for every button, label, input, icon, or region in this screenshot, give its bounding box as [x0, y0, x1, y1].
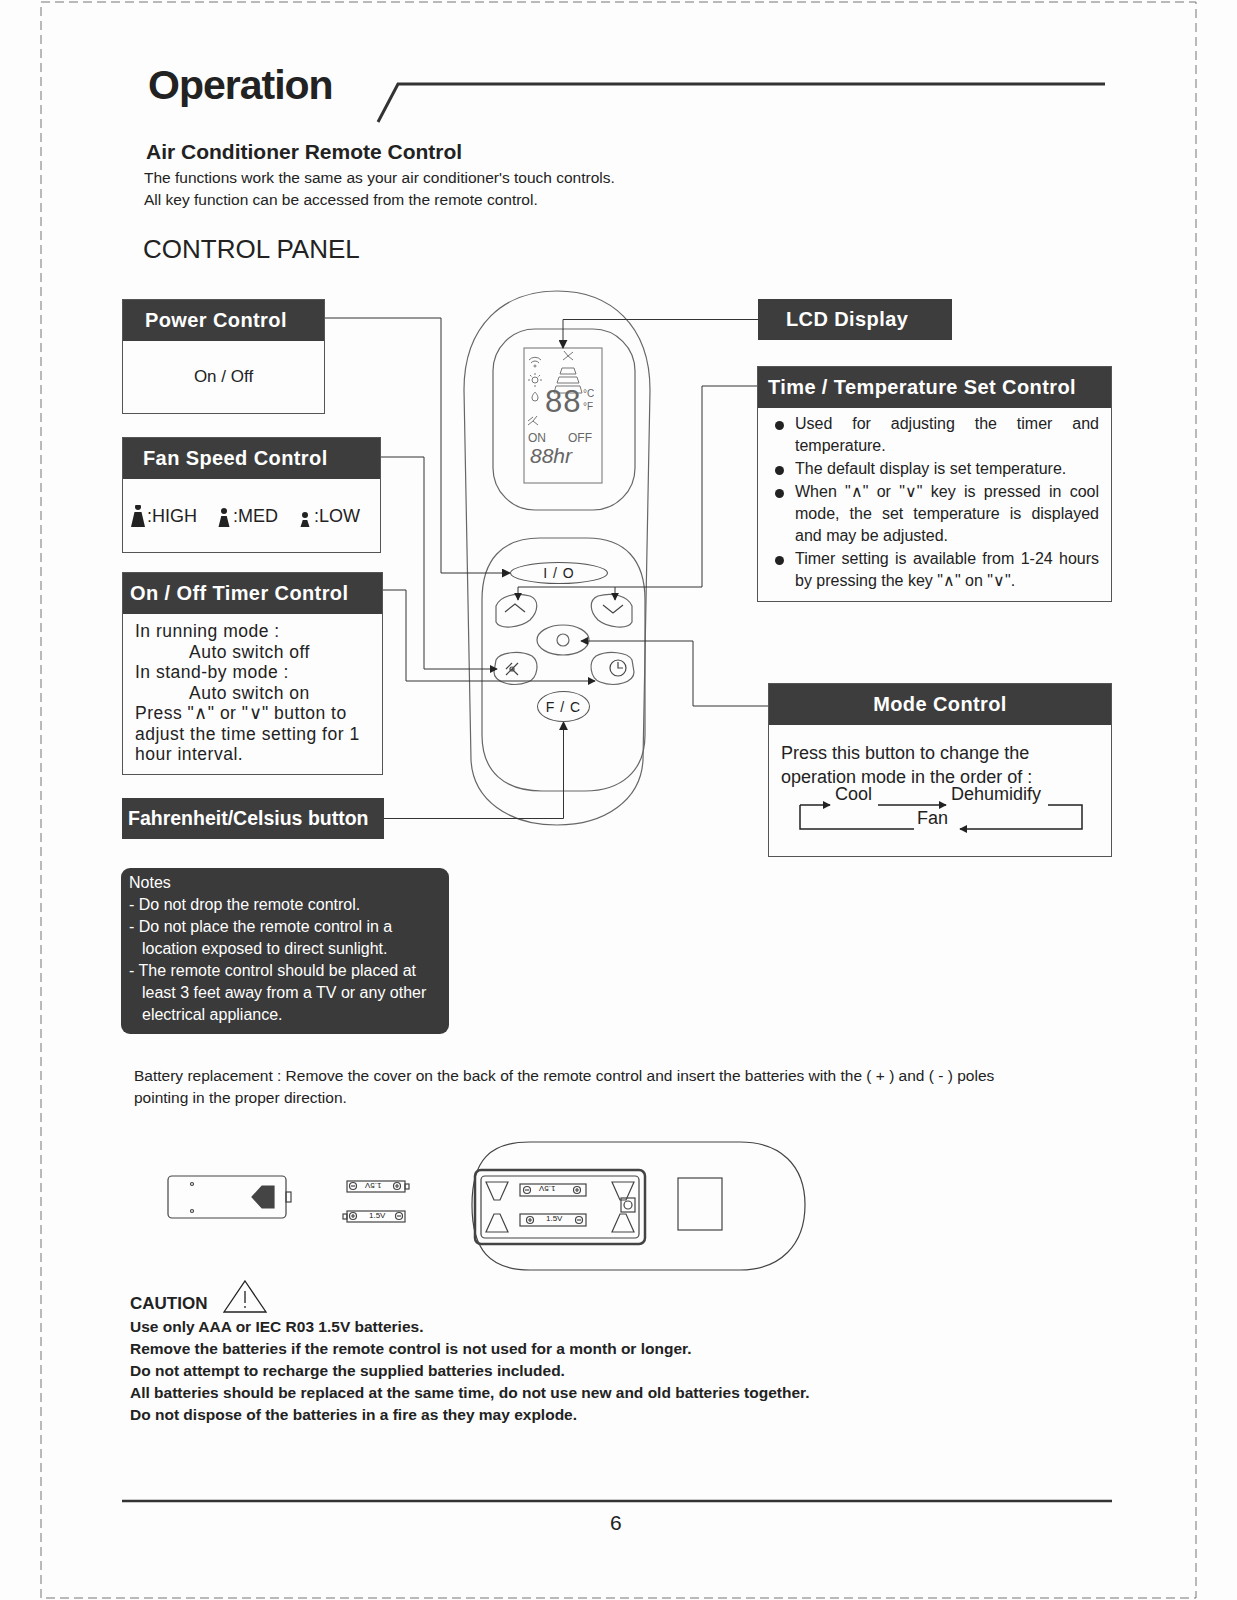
callout-heading: Time / Temperature Set Control — [758, 367, 1111, 408]
remote-button: I / O — [510, 562, 608, 584]
notes-item: - Do not drop the remote control. — [129, 894, 439, 916]
page-title: Operation — [148, 62, 333, 109]
mode-name: Fan — [917, 808, 948, 828]
fan-level-icon — [131, 505, 145, 527]
lcd-text: °C — [583, 388, 594, 399]
callout-heading: Power Control — [123, 300, 324, 341]
page-text: Do not dispose of the batteries in a fir… — [130, 1406, 577, 1424]
fan-level-text: :HIGH — [147, 506, 197, 527]
callout-box: Time / Temperature Set ControlUsed for a… — [757, 366, 1112, 602]
notes-item: - Do not place the remote control in a l… — [129, 916, 439, 960]
mode-cycle-arrows — [800, 805, 1082, 829]
callout-text: In running mode : — [135, 621, 372, 642]
callout-body: Used for adjusting the timer and tempera… — [758, 408, 1111, 601]
callout-body: Press this button to change the operatio… — [769, 725, 1111, 856]
bullet-text: Timer setting is available from 1-24 hou… — [795, 548, 1099, 592]
callout-heading-box: Fahrenheit/Celsius button — [122, 798, 384, 839]
button-text: F / C — [546, 699, 581, 715]
mode-name: Dehumidify — [951, 784, 1041, 804]
page-text: All key function can be accessed from th… — [144, 191, 538, 209]
page-text: 1.5V — [546, 1214, 562, 1223]
callout-heading: Fan Speed Control — [123, 438, 380, 479]
callout-box: On / Off Timer ControlIn running mode :A… — [122, 572, 383, 775]
callout-body: :HIGH :MED :LOW — [123, 479, 380, 552]
page-text: 1.5V — [365, 1181, 381, 1190]
leader-lines — [381, 386, 768, 706]
button-text: I / O — [543, 565, 574, 581]
callout-text: Press this button to change the operatio… — [781, 741, 1089, 789]
notes-item: - The remote control should be placed at… — [129, 960, 439, 1026]
page-text: Air Conditioner Remote Control — [146, 140, 462, 164]
callout-body: In running mode :Auto switch offIn stand… — [123, 614, 382, 774]
callout-text: Auto switch on — [135, 683, 372, 704]
callout-heading: Mode Control — [769, 684, 1111, 725]
lcd-screen: 88°C °F ON OFF88hr — [524, 348, 602, 483]
fan-level-icon — [217, 505, 231, 527]
page-text: Remove the batteries if the remote contr… — [130, 1340, 692, 1358]
lcd-text: 88hr — [530, 444, 572, 468]
caution-symbol — [224, 1281, 266, 1312]
page-text: All batteries should be replaced at the … — [130, 1384, 810, 1402]
page-text: Do not attempt to recharge the supplied … — [130, 1362, 565, 1380]
fan-level: :LOW — [298, 505, 360, 527]
page-text: The functions work the same as your air … — [144, 169, 615, 187]
callout-heading: Fahrenheit/Celsius button — [122, 798, 384, 839]
callout-heading-box: LCD Display — [758, 299, 952, 340]
page-text: 1.5V — [369, 1211, 385, 1220]
leader-connector — [384, 722, 564, 819]
bullet-text: When "∧" or "∨" key is pressed in cool m… — [795, 481, 1099, 547]
lcd-text: 88 — [545, 384, 581, 420]
page-text: Use only AAA or IEC R03 1.5V batteries. — [130, 1318, 423, 1336]
title-rule — [378, 84, 1105, 122]
fan-level: :HIGH — [131, 505, 197, 527]
page-text: 1.5V — [539, 1184, 555, 1193]
fan-level-icon — [298, 505, 312, 527]
callout-text: In stand-by mode : — [135, 662, 372, 683]
lcd-text: OFF — [568, 431, 592, 445]
lcd-text: ON — [528, 431, 546, 445]
callout-text: Press "∧" or "∨" button to adjust the ti… — [135, 703, 372, 765]
remote-button: F / C — [537, 691, 590, 722]
page-text: 6 — [610, 1511, 622, 1535]
fan-level-text: :LOW — [314, 506, 360, 527]
bullet-text: The default display is set temperature. — [795, 458, 1099, 480]
callout-heading: On / Off Timer Control — [123, 573, 382, 614]
bullet-text: Used for adjusting the timer and tempera… — [795, 413, 1099, 457]
callout-heading: LCD Display — [758, 299, 952, 340]
fan-level: :MED — [217, 505, 278, 527]
callout-text: On / Off — [194, 367, 253, 387]
remote-control — [464, 291, 650, 825]
lcd-icons — [528, 351, 582, 425]
callout-box: Fan Speed Control :HIGH :MED :LOW — [122, 437, 381, 553]
notes-box: Notes- Do not drop the remote control.- … — [121, 868, 449, 1034]
page-text: CAUTION — [130, 1294, 207, 1314]
mode-name: Cool — [835, 784, 872, 804]
page-border — [41, 2, 1196, 1598]
leader-connector — [563, 320, 758, 349]
callout-body: On / Off — [123, 341, 324, 413]
callout-box: Power Control On / Off — [122, 299, 325, 414]
page-text: Battery replacement : Remove the cover o… — [134, 1065, 1014, 1109]
callout-box: Mode ControlPress this button to change … — [768, 683, 1112, 857]
battery-illustration — [168, 1142, 805, 1270]
lcd-text: °F — [583, 401, 593, 412]
footer-rule — [122, 1500, 1112, 1503]
callout-text: Auto switch off — [135, 642, 372, 663]
notes-heading: Notes — [129, 872, 439, 894]
page-text: CONTROL PANEL — [143, 234, 360, 265]
fan-level-text: :MED — [233, 506, 278, 527]
